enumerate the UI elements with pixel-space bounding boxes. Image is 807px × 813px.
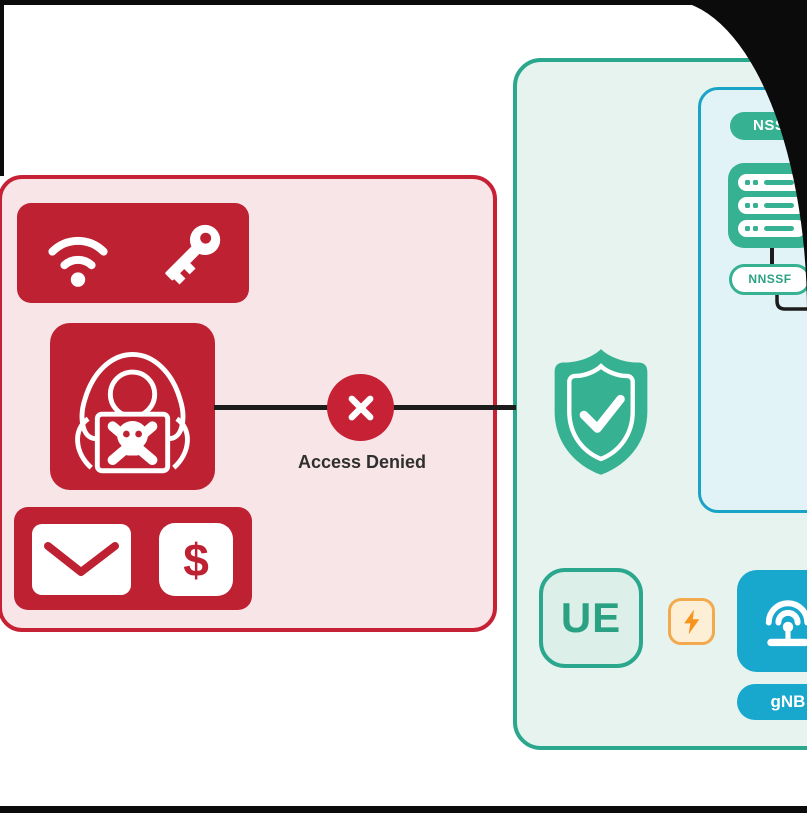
ue-tile: UE — [539, 568, 643, 668]
dollar-glyph: $ — [183, 533, 209, 586]
antenna-icon — [765, 600, 807, 647]
shield-check-icon — [540, 345, 662, 485]
hacker-tile — [50, 323, 215, 490]
server-bar — [738, 174, 806, 191]
wifi-icon — [48, 236, 108, 287]
x-circle-icon — [327, 374, 394, 441]
skull — [117, 421, 148, 456]
key-icon — [165, 224, 221, 285]
server-nnssf-connector — [770, 247, 774, 265]
wifi-key-tile — [17, 203, 249, 303]
lightning-icon — [668, 598, 715, 645]
access-denied-label: Access Denied — [297, 452, 427, 472]
gnb-tile — [737, 570, 807, 672]
frame-top — [0, 0, 807, 5]
ue-label: UE — [560, 594, 622, 641]
server-bar — [738, 197, 806, 214]
rounded-corner-mask — [667, 0, 807, 313]
dollar-icon: $ — [159, 523, 233, 596]
gnb-label: gNB — [737, 684, 807, 720]
mail-money-tile: $ — [14, 507, 252, 610]
frame-bottom — [0, 806, 807, 813]
frame-left — [0, 0, 4, 176]
hacker-laptop-skull-icon — [75, 352, 190, 474]
server-bar — [738, 220, 806, 237]
nnssf-elbow-connector — [775, 294, 807, 311]
envelope-icon — [32, 524, 131, 595]
nnssf-interface-label: NNSSF — [729, 264, 807, 295]
